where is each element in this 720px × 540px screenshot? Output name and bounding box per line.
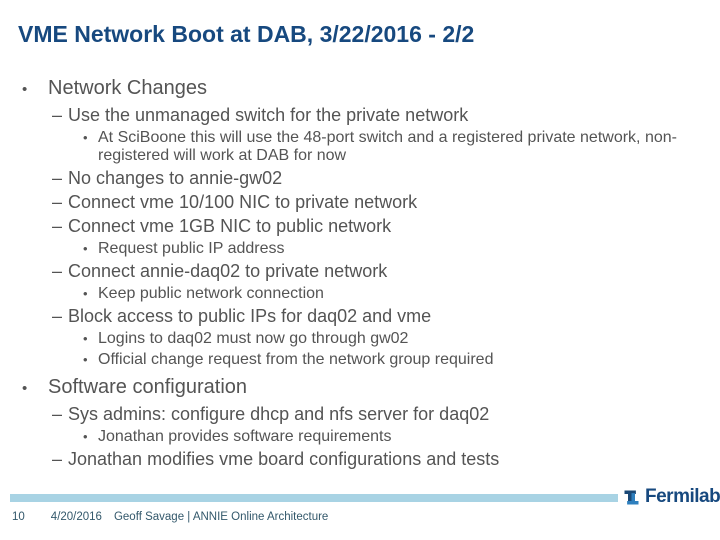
bullet-marker: • <box>83 429 88 444</box>
footer-meta: 10 4/20/2016 Geoff Savage | ANNIE Online… <box>12 511 328 523</box>
slide-author-credit: Geoff Savage | ANNIE Online Architecture <box>113 511 329 523</box>
bullet-item: • Official change request from the netwo… <box>0 351 690 369</box>
bullet-text: Use the unmanaged switch for the private… <box>68 105 469 125</box>
bullet-text: Block access to public IPs for daq02 and… <box>68 306 432 326</box>
bullet-item: – Jonathan modifies vme board configurat… <box>0 448 690 470</box>
bullet-item: • Network Changes <box>0 76 690 102</box>
bullet-marker: – <box>52 105 63 125</box>
bullet-text: No changes to annie-gw02 <box>68 168 283 188</box>
footer-accent-bar <box>10 494 618 502</box>
bullet-text: Logins to daq02 must now go through gw02 <box>98 330 409 347</box>
bullet-marker: – <box>52 168 63 188</box>
bullet-item: • At SciBoone this will use the 48-port … <box>0 129 690 165</box>
bullet-item: – Block access to public IPs for daq02 a… <box>0 305 690 327</box>
slide-bullet-list: • Network Changes – Use the unmanaged sw… <box>0 70 690 470</box>
bullet-marker: • <box>83 130 88 145</box>
bullet-marker: – <box>52 306 63 326</box>
bullet-marker: – <box>52 404 63 424</box>
bullet-text: Official change request from the network… <box>98 351 494 368</box>
bullet-text: Jonathan modifies vme board configuratio… <box>68 449 500 469</box>
bullet-text: Keep public network connection <box>98 285 324 302</box>
bullet-marker: • <box>83 286 88 301</box>
bullet-marker: • <box>22 380 28 397</box>
fermilab-logo-text: Fermilab <box>645 486 720 507</box>
bullet-text: Network Changes <box>48 77 207 99</box>
bullet-marker: • <box>22 81 28 98</box>
bullet-text: Jonathan provides software requirements <box>98 428 392 445</box>
bullet-item: – Use the unmanaged switch for the priva… <box>0 104 690 126</box>
bullet-item: • Logins to daq02 must now go through gw… <box>0 330 690 348</box>
fermilab-logo-icon <box>624 490 639 504</box>
bullet-marker: • <box>83 331 88 346</box>
bullet-item: • Software configuration <box>0 375 690 401</box>
bullet-marker: • <box>83 352 88 367</box>
bullet-item: – Connect annie-daq02 to private network <box>0 260 690 282</box>
bullet-marker: – <box>52 192 63 212</box>
bullet-text: Request public IP address <box>98 240 285 257</box>
bullet-item: – Connect vme 10/100 NIC to private netw… <box>0 191 690 213</box>
bullet-text: Connect vme 10/100 NIC to private networ… <box>68 192 418 212</box>
slide-title: VME Network Boot at DAB, 3/22/2016 - 2/2 <box>18 21 475 47</box>
slide-date: 4/20/2016 <box>50 511 102 523</box>
bullet-item: – No changes to annie-gw02 <box>0 167 690 189</box>
bullet-text: Connect vme 1GB NIC to public network <box>68 216 392 236</box>
bullet-item: – Sys admins: configure dhcp and nfs ser… <box>0 403 690 425</box>
bullet-marker: – <box>52 216 63 236</box>
bullet-text: Software configuration <box>48 376 248 398</box>
bullet-item: • Keep public network connection <box>0 285 690 303</box>
bullet-item: • Jonathan provides software requirement… <box>0 428 690 446</box>
bullet-text: Sys admins: configure dhcp and nfs serve… <box>68 404 490 424</box>
bullet-text: Connect annie-daq02 to private network <box>68 261 388 281</box>
bullet-marker: – <box>52 261 63 281</box>
slide-page-number: 10 <box>12 511 25 523</box>
bullet-marker: – <box>52 449 63 469</box>
bullet-marker: • <box>83 241 88 256</box>
fermilab-logo: Fermilab <box>621 486 720 508</box>
bullet-text: At SciBoone this will use the 48-port sw… <box>98 129 677 164</box>
bullet-item: – Connect vme 1GB NIC to public network <box>0 215 690 237</box>
bullet-item: • Request public IP address <box>0 240 690 258</box>
